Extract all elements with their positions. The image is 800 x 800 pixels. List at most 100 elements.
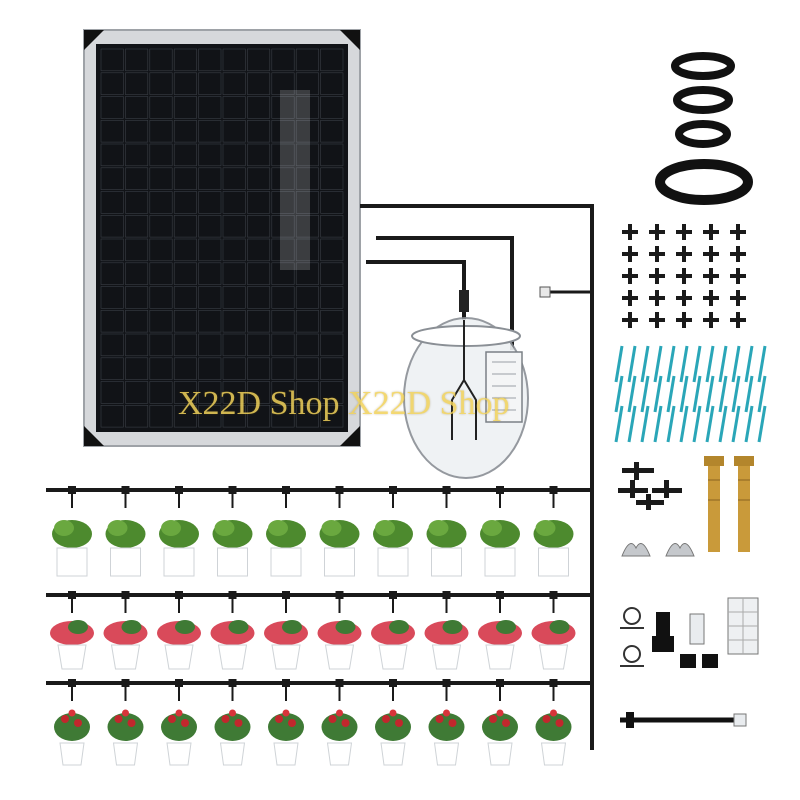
drip-stake bbox=[653, 375, 663, 413]
drip-stake bbox=[692, 345, 702, 383]
tee-connector bbox=[649, 224, 665, 240]
drip-stake bbox=[640, 345, 650, 383]
green-leaf-plant bbox=[212, 486, 253, 577]
rose-plant bbox=[268, 679, 304, 766]
drip-stake bbox=[666, 375, 676, 413]
green-leaf-plant bbox=[319, 486, 360, 577]
rose-plant bbox=[214, 679, 251, 766]
drip-stake bbox=[640, 405, 650, 443]
tee-connector bbox=[703, 290, 719, 306]
expansion-bolts bbox=[704, 456, 754, 552]
solar-panel bbox=[83, 29, 361, 447]
green-leaf-plant bbox=[105, 486, 146, 577]
tee-connector bbox=[622, 224, 638, 240]
tee-connector bbox=[622, 290, 638, 306]
drip-stake bbox=[666, 405, 676, 443]
red-leaf-plant bbox=[531, 591, 576, 670]
tee-connector bbox=[649, 268, 665, 284]
red-leaf-plant bbox=[210, 591, 255, 670]
red-leaf-plant bbox=[264, 591, 308, 670]
drip-stake bbox=[640, 375, 650, 413]
green-leaf-plant bbox=[533, 486, 574, 577]
red-leaf-plant bbox=[103, 591, 148, 670]
red-leaf-plant bbox=[424, 591, 469, 670]
drip-stakes bbox=[614, 345, 767, 443]
green-leaf-plant bbox=[52, 486, 92, 577]
adapters-and-plugs bbox=[652, 612, 718, 668]
plant-row-1 bbox=[52, 486, 574, 577]
drip-stake bbox=[744, 375, 754, 413]
tee-connector bbox=[703, 312, 719, 328]
tee-connector bbox=[730, 268, 746, 284]
tee-connector bbox=[730, 290, 746, 306]
drip-stake bbox=[718, 405, 728, 443]
plant-row-2 bbox=[50, 591, 576, 670]
drip-stake bbox=[705, 405, 715, 443]
drip-stake bbox=[744, 405, 754, 443]
tubing-rolls bbox=[655, 52, 753, 205]
tee-connector bbox=[676, 268, 692, 284]
tee-connector bbox=[703, 246, 719, 262]
solar-cell-grid bbox=[100, 48, 344, 428]
pipe-connectors bbox=[618, 462, 682, 510]
drip-stake bbox=[627, 375, 637, 413]
plant-rows bbox=[50, 486, 576, 766]
drip-stake bbox=[614, 375, 624, 413]
tee-connector bbox=[649, 290, 665, 306]
drip-stake bbox=[627, 405, 637, 443]
red-leaf-plant bbox=[478, 591, 522, 670]
tee-connectors bbox=[622, 224, 746, 328]
rose-plant bbox=[161, 679, 197, 766]
wing-nuts bbox=[621, 543, 695, 557]
drip-stake bbox=[666, 345, 676, 383]
tee-connector bbox=[676, 246, 692, 262]
tee-connector bbox=[730, 312, 746, 328]
drip-stake bbox=[679, 375, 689, 413]
green-leaf-plant bbox=[266, 486, 306, 577]
drip-stake bbox=[653, 405, 663, 443]
filter-screen bbox=[727, 597, 759, 655]
drip-stake bbox=[705, 345, 715, 383]
tee-connector bbox=[703, 224, 719, 240]
tee-connector bbox=[622, 246, 638, 262]
green-leaf-plant bbox=[159, 486, 199, 577]
tee-connector bbox=[622, 312, 638, 328]
drip-stake bbox=[705, 375, 715, 413]
pipe-hook-fitting bbox=[539, 286, 592, 298]
drip-stake bbox=[731, 345, 741, 383]
tee-connector bbox=[676, 290, 692, 306]
red-leaf-plant bbox=[50, 591, 94, 670]
tee-connector bbox=[676, 312, 692, 328]
tee-connector bbox=[703, 268, 719, 284]
drip-stake bbox=[718, 345, 728, 383]
rose-plant bbox=[321, 679, 358, 766]
drip-stake bbox=[731, 405, 741, 443]
rose-plant bbox=[54, 679, 90, 766]
rose-plant bbox=[428, 679, 465, 766]
drip-stake bbox=[679, 345, 689, 383]
drip-stake bbox=[614, 345, 624, 383]
drip-stake bbox=[744, 345, 754, 383]
red-leaf-plant bbox=[317, 591, 362, 670]
green-leaf-plant bbox=[480, 486, 520, 577]
plant-row-3 bbox=[54, 679, 572, 766]
red-leaf-plant bbox=[371, 591, 415, 670]
drip-stake bbox=[679, 405, 689, 443]
green-leaf-plant bbox=[373, 486, 413, 577]
drip-stake bbox=[692, 375, 702, 413]
drip-stake bbox=[614, 405, 624, 443]
drip-stake bbox=[757, 345, 767, 383]
drip-stake bbox=[757, 405, 767, 443]
rose-plant bbox=[535, 679, 572, 766]
tee-connector bbox=[730, 224, 746, 240]
tee-connector bbox=[649, 246, 665, 262]
pipe-clips bbox=[620, 607, 644, 667]
tee-connector bbox=[730, 246, 746, 262]
water-tank-bowl bbox=[403, 290, 529, 479]
drip-stake bbox=[718, 375, 728, 413]
red-leaf-plant bbox=[157, 591, 201, 670]
ground-stake-rod bbox=[620, 712, 747, 728]
drip-stake bbox=[692, 405, 702, 443]
